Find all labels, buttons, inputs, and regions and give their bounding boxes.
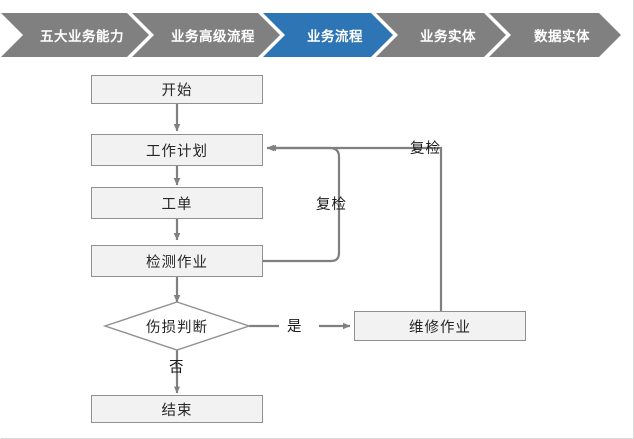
- breadcrumb-item-label: 数据实体: [534, 29, 590, 44]
- breadcrumb-item-4[interactable]: 数据实体: [489, 13, 621, 57]
- breadcrumb-item-label: 业务实体: [420, 29, 476, 44]
- node-label: 维修作业: [409, 319, 471, 336]
- node-label: 结束: [161, 402, 193, 419]
- edge-label-recheck-inner: 复检: [316, 197, 347, 213]
- node-label: 开始: [161, 83, 193, 99]
- node-start[interactable]: 开始: [91, 75, 263, 104]
- node-inspection[interactable]: 检测作业: [91, 245, 263, 277]
- node-label: 检测作业: [146, 254, 208, 271]
- node-repair[interactable]: 维修作业: [354, 311, 526, 341]
- edge-label-no: 否: [169, 360, 185, 376]
- node-label: 伤损判断: [146, 319, 208, 336]
- node-label: 工作计划: [146, 143, 208, 160]
- node-work-plan[interactable]: 工作计划: [91, 134, 263, 166]
- breadcrumb-item-2-active[interactable]: 业务流程: [263, 13, 393, 57]
- breadcrumb-item-label: 业务高级流程: [171, 29, 255, 44]
- breadcrumb: 五大业务能力 业务高级流程 业务流程 业务实体 数据实体: [1, 13, 634, 57]
- node-label: 工单: [161, 196, 193, 213]
- edge-repair-recheck-to-work-plan: [268, 144, 443, 311]
- node-end[interactable]: 结束: [91, 395, 263, 423]
- breadcrumb-item-0[interactable]: 五大业务能力: [1, 13, 149, 57]
- breadcrumb-item-1[interactable]: 业务高级流程: [132, 13, 280, 57]
- node-judgement[interactable]: 伤损判断: [105, 302, 249, 350]
- breadcrumb-item-label: 业务流程: [307, 29, 363, 44]
- breadcrumb-item-label: 五大业务能力: [40, 29, 124, 44]
- edge-label-yes: 是: [287, 319, 303, 335]
- node-work-order[interactable]: 工单: [91, 187, 263, 219]
- breadcrumb-item-3[interactable]: 业务实体: [376, 13, 506, 57]
- edge-label-recheck-outer: 复检: [410, 141, 441, 157]
